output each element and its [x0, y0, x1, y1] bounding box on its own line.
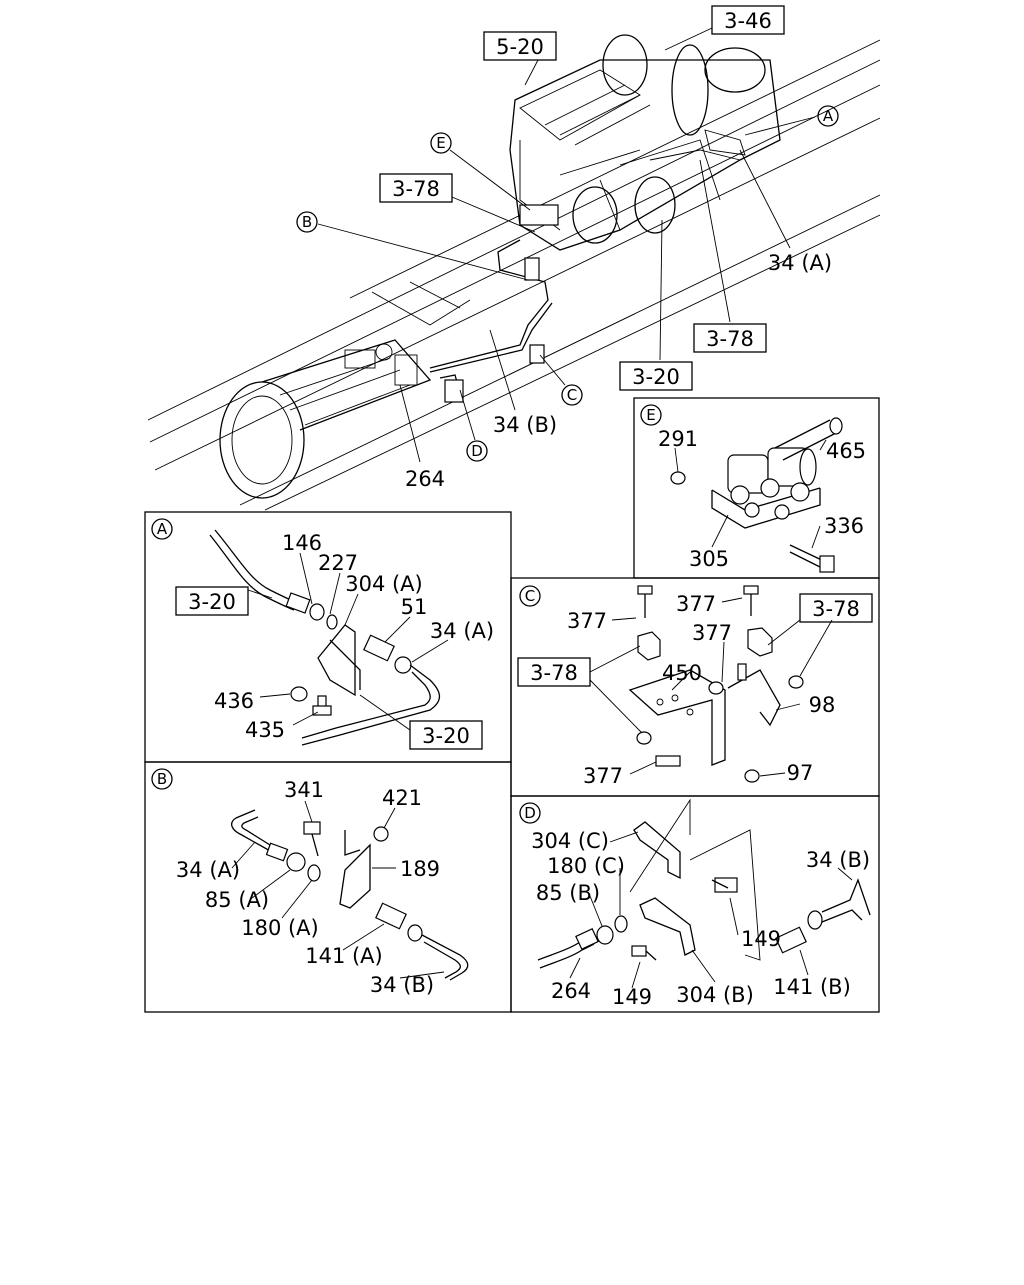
label-189: 189 — [400, 857, 440, 881]
label-377-b: 377 — [676, 592, 716, 616]
panel-d-letter: D — [524, 804, 536, 822]
ref-box-5-20 — [483, 31, 557, 61]
callout-circle-c — [561, 384, 583, 406]
panel-b-circle — [151, 768, 173, 790]
callout-circle-d — [466, 440, 488, 462]
label-34b-overview: 34 (B) — [493, 413, 557, 437]
ref-3-78-top: 3-78 — [392, 177, 440, 201]
label-435: 435 — [245, 718, 285, 742]
label-141a: 141 (A) — [305, 944, 383, 968]
label-149-b: 149 — [612, 985, 652, 1009]
callout-a: A — [823, 107, 834, 125]
label-149-a: 149 — [741, 927, 781, 951]
panel-e: E 291 465 336 305 — [633, 397, 880, 579]
label-304c: 304 (C) — [531, 829, 609, 853]
ref-box-3-46 — [711, 5, 785, 35]
ref-box-3-78-mid — [693, 323, 767, 353]
ref-3-78-mid: 3-78 — [706, 327, 754, 351]
ref-box-3-20-a2 — [409, 720, 483, 750]
label-85b: 85 (B) — [536, 881, 600, 905]
label-377-d: 377 — [583, 764, 623, 788]
ref-box-3-78-c1 — [799, 593, 873, 623]
label-97: 97 — [787, 761, 814, 785]
panel-e-circle — [640, 404, 662, 426]
overview-illustration: 5-20 3-46 3-78 3-78 3-20 A E B C D 34 (A… — [147, 5, 881, 511]
ref-box-3-20-a1 — [175, 586, 249, 616]
label-436: 436 — [214, 689, 254, 713]
label-304a-panel: 304 (A) — [345, 572, 423, 596]
ref-box-3-78-c2 — [517, 657, 591, 687]
ref-box-3-20 — [619, 361, 693, 391]
label-304b: 304 (B) — [676, 983, 754, 1007]
chassis-frame — [147, 39, 881, 511]
panel-b: B 341 421 189 34 (A) 85 (A) — [144, 761, 512, 1013]
panel-a: A 3-20 3-20 146 227 — [144, 511, 512, 763]
overview-leaders — [317, 27, 816, 463]
panel-b-drawing — [230, 809, 469, 981]
ref-3-20-a2: 3-20 — [422, 724, 470, 748]
label-34a-overview: 34 (A) — [768, 251, 832, 275]
ref-5-20: 5-20 — [496, 35, 544, 59]
ref-3-20: 3-20 — [632, 365, 680, 389]
callout-e: E — [436, 134, 445, 152]
label-227: 227 — [318, 551, 358, 575]
callout-circle-b — [296, 211, 318, 233]
label-34a-panel-a: 34 (A) — [430, 619, 494, 643]
ref-3-78-c2: 3-78 — [530, 661, 578, 685]
panel-b-letter: B — [157, 770, 167, 788]
label-51: 51 — [401, 595, 428, 619]
label-180c: 180 (C) — [547, 854, 625, 878]
ref-3-78-c1: 3-78 — [812, 597, 860, 621]
callout-b: B — [302, 213, 312, 231]
label-146: 146 — [282, 531, 322, 555]
panel-b-border — [144, 761, 512, 1013]
callout-circle-a — [817, 105, 839, 127]
label-34b-panel-b: 34 (B) — [370, 973, 434, 997]
label-377-c: 377 — [692, 621, 732, 645]
ref-3-20-a1: 3-20 — [188, 590, 236, 614]
label-336: 336 — [824, 514, 864, 538]
panel-a-circle — [151, 518, 173, 540]
panel-e-letter: E — [646, 406, 655, 424]
label-450: 450 — [662, 661, 702, 685]
ref-box-3-78-top — [379, 173, 453, 203]
panel-c-circle — [519, 585, 541, 607]
callout-c: C — [567, 386, 577, 404]
label-377-a: 377 — [567, 609, 607, 633]
panel-a-letter: A — [157, 520, 168, 538]
label-98: 98 — [809, 693, 836, 717]
panel-d-border — [510, 795, 880, 1013]
label-465: 465 — [826, 439, 866, 463]
label-305: 305 — [689, 547, 729, 571]
label-264-overview: 264 — [405, 467, 445, 491]
rear-tank-assembly — [509, 34, 781, 251]
transmission-assembly — [219, 339, 432, 499]
panel-c-drawing — [628, 585, 804, 783]
label-141b: 141 (B) — [773, 975, 851, 999]
panel-d: D 304 (C) 180 (C) 85 — [510, 795, 880, 1013]
label-264-panel-d: 264 — [551, 979, 591, 1003]
label-34b-panel-d: 34 (B) — [806, 848, 870, 872]
label-85a: 85 (A) — [205, 888, 269, 912]
panel-d-circle — [519, 802, 541, 824]
callout-d: D — [471, 442, 483, 460]
label-34a-panel-b: 34 (A) — [176, 858, 240, 882]
label-180a: 180 (A) — [241, 916, 319, 940]
label-291: 291 — [658, 427, 698, 451]
panel-d-drawing — [537, 798, 871, 969]
panel-c-letter: C — [525, 587, 535, 605]
panel-c: C 3-78 — [510, 577, 880, 797]
ref-3-46: 3-46 — [724, 9, 772, 33]
callout-circle-e — [430, 132, 452, 154]
air-lines — [429, 239, 553, 403]
label-341: 341 — [284, 778, 324, 802]
panel-a-drawing — [209, 529, 441, 746]
label-421: 421 — [382, 786, 422, 810]
valve-body-drawing — [670, 417, 843, 573]
